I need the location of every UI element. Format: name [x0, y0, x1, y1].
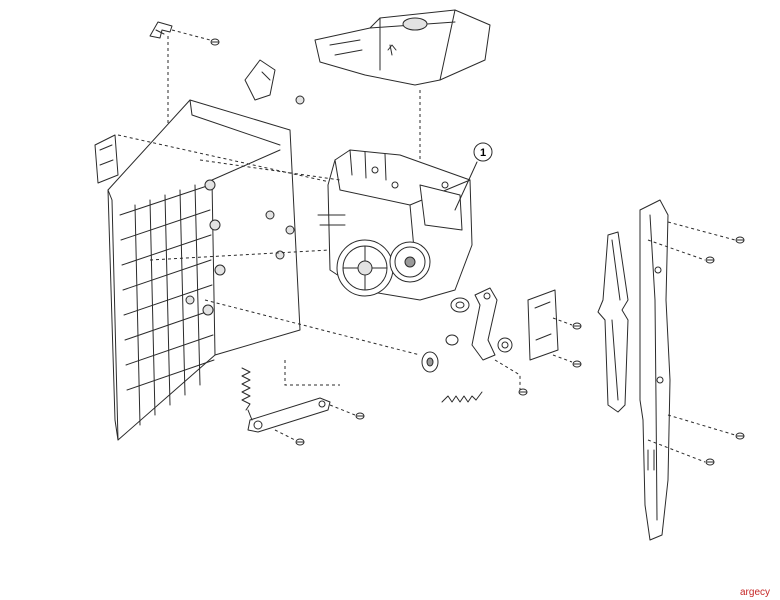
gear-drive-assembly	[317, 149, 473, 301]
screw	[705, 256, 715, 264]
lower-lever	[247, 397, 331, 433]
leader-line	[274, 429, 296, 441]
mount-plate	[527, 289, 559, 361]
screw	[735, 236, 745, 244]
top-carrier-part	[314, 9, 491, 86]
screw	[735, 432, 745, 440]
drive-belt	[597, 231, 629, 413]
idler-pulley	[421, 351, 439, 373]
screw	[295, 438, 305, 446]
leader-line	[204, 299, 421, 356]
screw	[210, 38, 220, 46]
watermark-text: argecy	[739, 587, 770, 598]
leader-line	[647, 439, 706, 463]
leader-line	[667, 414, 736, 436]
lower-spring	[241, 367, 251, 411]
vertical-bracket	[639, 199, 671, 541]
leader-line	[329, 404, 356, 416]
leader-line	[171, 29, 211, 41]
leader-line	[552, 354, 573, 363]
small-bushing	[445, 334, 459, 346]
screw	[355, 412, 365, 420]
leader-line	[647, 239, 706, 261]
link-arm	[471, 287, 513, 361]
screw	[572, 360, 582, 368]
left-bracket	[94, 134, 119, 184]
callout-label: 1	[480, 147, 486, 159]
screw	[572, 322, 582, 330]
side-frame-panel	[107, 59, 305, 441]
screw	[518, 388, 528, 396]
small-clip-top-left	[149, 21, 173, 39]
small-gear	[450, 297, 470, 313]
leader-line	[667, 221, 736, 241]
leader-line	[494, 359, 521, 390]
leader-line	[149, 249, 331, 261]
spring-small	[441, 391, 483, 403]
leader-line	[284, 360, 340, 386]
screw	[705, 458, 715, 466]
callout-1: 1	[454, 142, 493, 211]
leader-line	[117, 134, 331, 183]
